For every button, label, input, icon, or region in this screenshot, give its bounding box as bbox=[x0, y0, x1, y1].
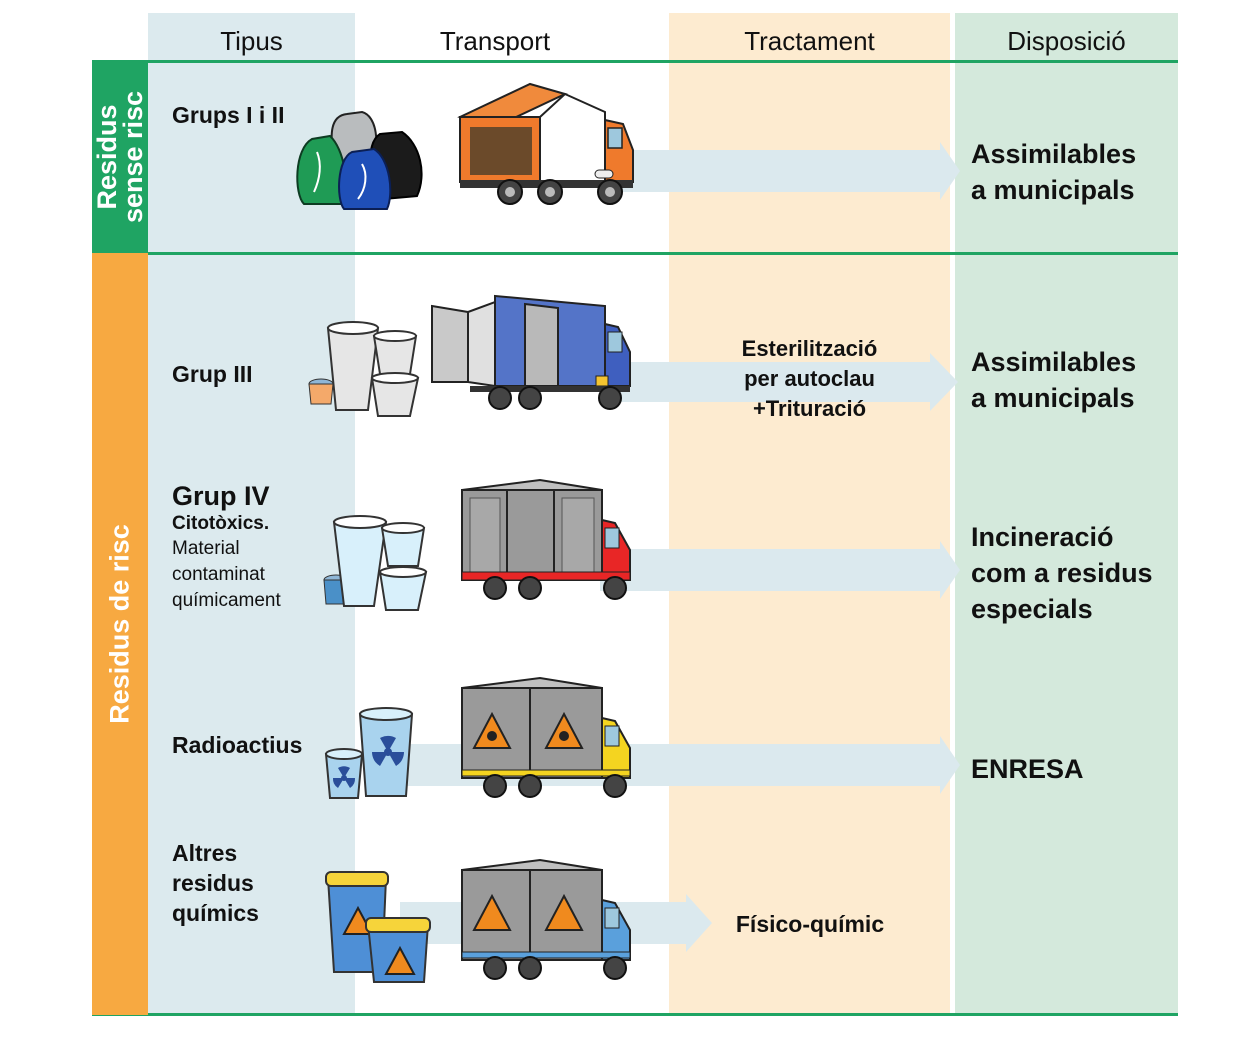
separator-middle bbox=[148, 252, 1178, 255]
tractament-row-2: Esterilització per autoclau +Trituració bbox=[741, 336, 878, 421]
separator-bottom bbox=[92, 1013, 1178, 1016]
blue-truck-icon bbox=[431, 294, 631, 410]
label-radioactius: Radioactius bbox=[172, 732, 303, 758]
header-transport: Transport bbox=[439, 26, 551, 56]
header-tractament: Tractament bbox=[744, 26, 875, 56]
label-altres-residus: Altres residus químics bbox=[172, 840, 259, 926]
disposicio-row-3: Incineració com a residus especials bbox=[971, 522, 1153, 624]
header-disposicio: Disposició bbox=[1007, 26, 1126, 56]
column-disposicio-bg bbox=[955, 13, 1178, 1015]
label-grup-4: Grup IV Citotòxics. Material contaminat … bbox=[172, 481, 281, 611]
separator-top bbox=[148, 60, 1178, 63]
radioactive-containers-icon bbox=[324, 707, 414, 799]
disposicio-row-2: Assimilables a municipals bbox=[971, 347, 1137, 413]
transparent-containers-icon bbox=[323, 515, 428, 611]
tractament-row-5: Físico-químic bbox=[735, 911, 885, 937]
label-grups-1-2: Grups I i II bbox=[172, 102, 285, 128]
orange-truck-icon bbox=[457, 82, 634, 205]
band-risc: Residus de risc bbox=[92, 253, 148, 1015]
label-grup-3: Grup III bbox=[172, 361, 253, 387]
header-tipus: Tipus bbox=[220, 26, 283, 56]
disposicio-row-1: Assimilables a municipals bbox=[971, 139, 1137, 205]
chemical-containers-icon bbox=[325, 871, 431, 983]
trash-bags-icon bbox=[296, 110, 423, 210]
band-sense-risc: Residus sense risc bbox=[92, 60, 148, 253]
lightblue-truck-icon bbox=[461, 858, 631, 980]
disposicio-row-4: ENRESA bbox=[971, 754, 1084, 784]
yellow-truck-icon bbox=[461, 676, 631, 798]
white-containers-icon bbox=[308, 321, 420, 417]
red-truck-icon bbox=[461, 478, 631, 600]
